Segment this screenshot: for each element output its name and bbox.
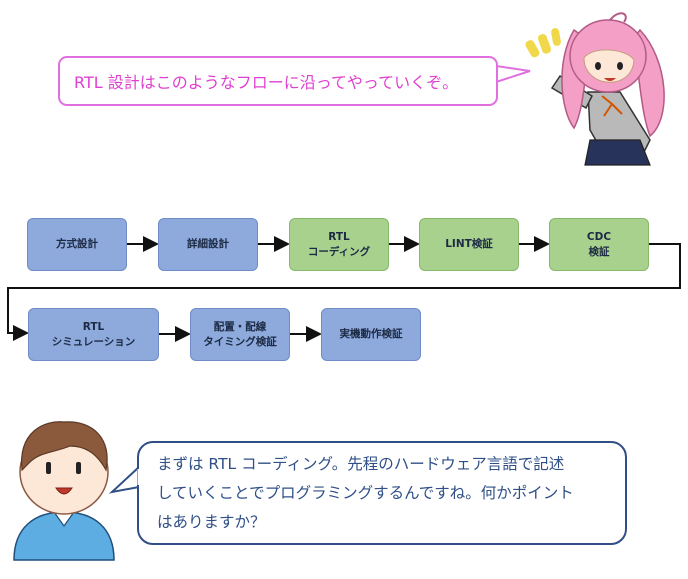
flow-step-lint-check: LINT検証 [419, 218, 519, 271]
speech-bubble-bottom: まずは RTL コーディング。先程のハードウェア言語で記述 していくことでプログ… [137, 441, 627, 545]
flow-step-architecture-design: 方式設計 [27, 218, 127, 271]
flow-step-hardware-verification: 実機動作検証 [321, 308, 421, 361]
flow-step-rtl-simulation: RTL シミュレーション [28, 308, 159, 361]
flow-step-detailed-design: 詳細設計 [158, 218, 258, 271]
speech-text-top: RTL 設計はこのようなフローに沿ってやっていくぞ。 [74, 73, 459, 92]
speech-bubble-top: RTL 設計はこのようなフローに沿ってやっていくぞ。 [58, 56, 498, 106]
flow-step-rtl-coding: RTL コーディング [289, 218, 389, 271]
sparkle-marks [525, 28, 561, 58]
speech-text-bottom: まずは RTL コーディング。先程のハードウェア言語で記述 していくことでプログ… [157, 454, 574, 531]
flow-step-place-route-timing: 配置・配線 タイミング検証 [190, 308, 290, 361]
flow-step-cdc-check: CDC 検証 [549, 218, 649, 271]
arrow-wrap [7, 243, 681, 341]
